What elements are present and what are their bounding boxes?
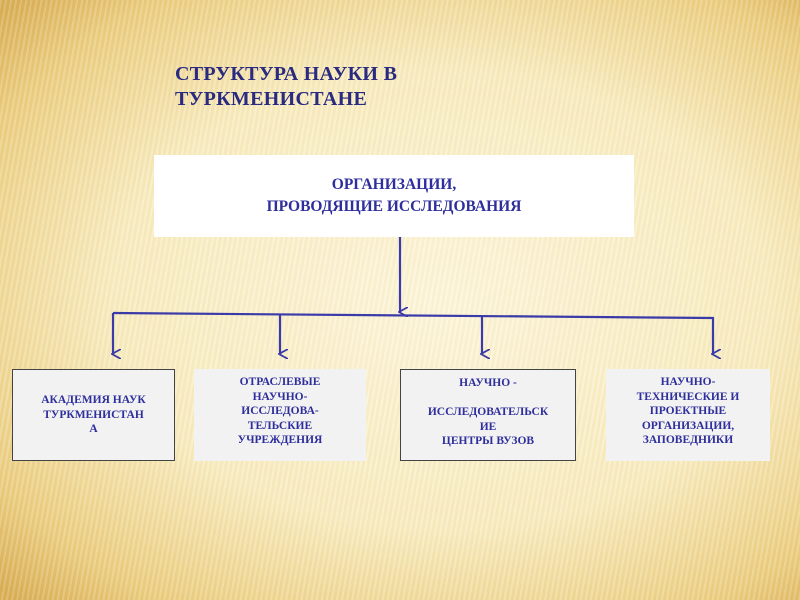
node-line: ПРОЕКТНЫЕ — [649, 405, 727, 417]
node-line: АКАДЕМИЯ НАУК — [41, 394, 146, 407]
title-line: СТРУКТУРА НАУКИ В — [175, 63, 398, 85]
child-node-academy: АКАДЕМИЯ НАУК ТУРКМЕНИСТАН А — [12, 369, 175, 461]
node-line: УЧРЕЖДЕНИЯ — [237, 434, 323, 446]
root-line: ОРГАНИЗАЦИИ, — [331, 176, 457, 193]
child-node-branch-institutes: ОТРАСЛЕВЫЕ НАУЧНО- ИССЛЕДОВА- ТЕЛЬСКИЕ У… — [194, 369, 366, 461]
child-node-university-centers: НАУЧНО - ИССЛЕДОВАТЕЛЬСК ИЕ ЦЕНТРЫ ВУЗОВ — [400, 369, 576, 461]
node-line: ТЕХНИЧЕСКИЕ И — [636, 390, 740, 403]
node-line: ТЕЛЬСКИЕ — [247, 419, 313, 432]
node-line: НАУЧНО- — [252, 390, 308, 403]
node-line: НАУЧНО - — [459, 377, 517, 389]
root-node: ОРГАНИЗАЦИИ, ПРОВОДЯЩИЕ ИССЛЕДОВАНИЯ — [154, 155, 634, 237]
child-node-technical-organizations: НАУЧНО- ТЕХНИЧЕСКИЕ И ПРОЕКТНЫЕ ОРГАНИЗА… — [606, 369, 770, 461]
title-line: ТУРКМЕНИСТАНЕ — [175, 88, 368, 110]
node-line: ОРГАНИЗАЦИИ, — [641, 419, 735, 432]
node-line: ИЕ — [479, 420, 497, 433]
node-line: ЗАПОВЕДНИКИ — [642, 434, 734, 446]
node-line: А — [89, 423, 98, 436]
node-line: НАУЧНО- — [660, 376, 716, 388]
branch-line — [112, 311, 715, 320]
root-line: ПРОВОДЯЩИЕ ИССЛЕДОВАНИЯ — [266, 198, 522, 215]
node-line: ТУРКМЕНИСТАН — [43, 408, 144, 421]
node-line: ОТРАСЛЕВЫЕ — [239, 376, 321, 388]
node-line: ИССЛЕДОВА- — [241, 405, 319, 417]
slide-title: СТРУКТУРА НАУКИ В ТУРКМЕНИСТАНЕ — [175, 62, 397, 112]
node-line: ЦЕНТРЫ ВУЗОВ — [441, 435, 535, 447]
node-line: ИССЛЕДОВАТЕЛЬСК — [427, 406, 549, 418]
